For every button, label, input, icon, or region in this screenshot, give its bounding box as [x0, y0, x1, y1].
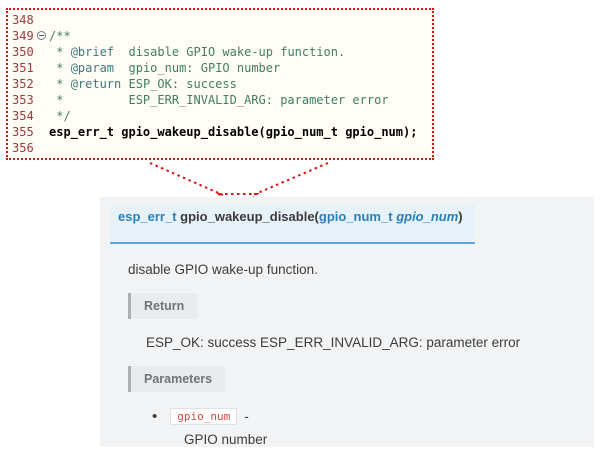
collapse-minus-icon[interactable]	[37, 31, 46, 40]
line-number: 352	[12, 77, 34, 91]
arrow-right-line	[252, 162, 329, 196]
parameter-description: GPIO number	[184, 432, 268, 447]
code-line: 355 esp_err_t gpio_wakeup_disable(gpio_nu…	[8, 124, 432, 140]
code-text: * @return ESP_OK: success	[49, 76, 237, 92]
line-number: 356	[12, 141, 34, 155]
signature-return-type: esp_err_t	[118, 209, 177, 224]
code-segment-comment: *	[49, 45, 71, 59]
code-segment-tag: @brief	[70, 45, 115, 59]
signature-function-name: gpio_wakeup_disable	[180, 209, 315, 224]
line-number: 349	[12, 29, 34, 43]
fold-marker-icon[interactable]	[35, 28, 49, 44]
code-text: /**	[49, 28, 71, 44]
code-line: 354 */	[8, 108, 432, 124]
parameter-name-chip: gpio_num	[170, 408, 238, 425]
code-text: esp_err_t gpio_wakeup_disable(gpio_num_t…	[49, 124, 417, 140]
fold-gutter	[35, 108, 49, 124]
parameter-item: • gpio_num -	[152, 408, 594, 425]
code-text: * ESP_ERR_INVALID_ARG: parameter error	[49, 92, 389, 108]
signature-paren-close: )	[458, 209, 463, 224]
function-description: disable GPIO wake-up function.	[128, 262, 318, 277]
line-number: 354	[12, 109, 34, 123]
code-line: 353 * ESP_ERR_INVALID_ARG: parameter err…	[8, 92, 432, 108]
code-line: 351 * @param gpio_num: GPIO number	[8, 60, 432, 76]
code-text: * @param gpio_num: GPIO number	[49, 60, 280, 76]
return-value-text: ESP_OK: success ESP_ERR_INVALID_ARG: par…	[146, 335, 521, 350]
fold-gutter	[35, 44, 49, 60]
bullet-icon: •	[152, 408, 158, 425]
fold-gutter	[35, 92, 49, 108]
parameters-section-label: Parameters	[128, 366, 226, 392]
fold-gutter	[35, 140, 49, 156]
line-number: 348	[12, 13, 34, 27]
line-number: 350	[12, 45, 34, 59]
code-line: 350 * @brief disable GPIO wake-up functi…	[8, 44, 432, 60]
doc-panel: esp_err_t gpio_wakeup_disable(gpio_num_t…	[100, 197, 594, 447]
signature-param-type: gpio_num_t	[318, 209, 393, 224]
function-signature: esp_err_t gpio_wakeup_disable(gpio_num_t…	[110, 205, 475, 244]
fold-gutter	[35, 124, 49, 140]
code-segment-comment: *	[49, 61, 71, 75]
code-segment-comment: disable GPIO wake-up function.	[114, 45, 346, 59]
fold-gutter	[35, 12, 49, 28]
code-segment-comment: /**	[49, 29, 71, 43]
code-text: * @brief disable GPIO wake-up function.	[49, 44, 345, 60]
fold-gutter	[35, 60, 49, 76]
code-segment-comment: ESP_OK: success	[121, 77, 237, 91]
arrow-left-line	[149, 162, 224, 196]
code-line: 356	[8, 140, 432, 156]
code-segment-tag: @param	[70, 61, 115, 75]
code-line: 349 /**	[8, 28, 432, 44]
code-segment-decl: esp_err_t gpio_wakeup_disable(gpio_num_t…	[49, 125, 418, 139]
line-number: 351	[12, 61, 34, 75]
code-segment-comment: gpio_num: GPIO number	[114, 61, 281, 75]
fold-gutter	[35, 76, 49, 92]
line-number: 353	[12, 93, 34, 107]
code-segment-comment: */	[49, 109, 71, 123]
code-segment-comment: * ESP_ERR_INVALID_ARG: parameter error	[49, 93, 389, 107]
code-text: */	[49, 108, 71, 124]
parameter-separator: -	[244, 409, 249, 424]
code-segment-tag: @return	[70, 77, 122, 91]
code-segment-comment: *	[49, 77, 71, 91]
line-number: 355	[12, 125, 34, 139]
signature-param-name: gpio_num	[396, 209, 459, 224]
code-line: 352 * @return ESP_OK: success	[8, 76, 432, 92]
signature-paren-open: (	[314, 209, 319, 224]
return-section-label: Return	[128, 293, 198, 319]
code-line: 348	[8, 12, 432, 28]
